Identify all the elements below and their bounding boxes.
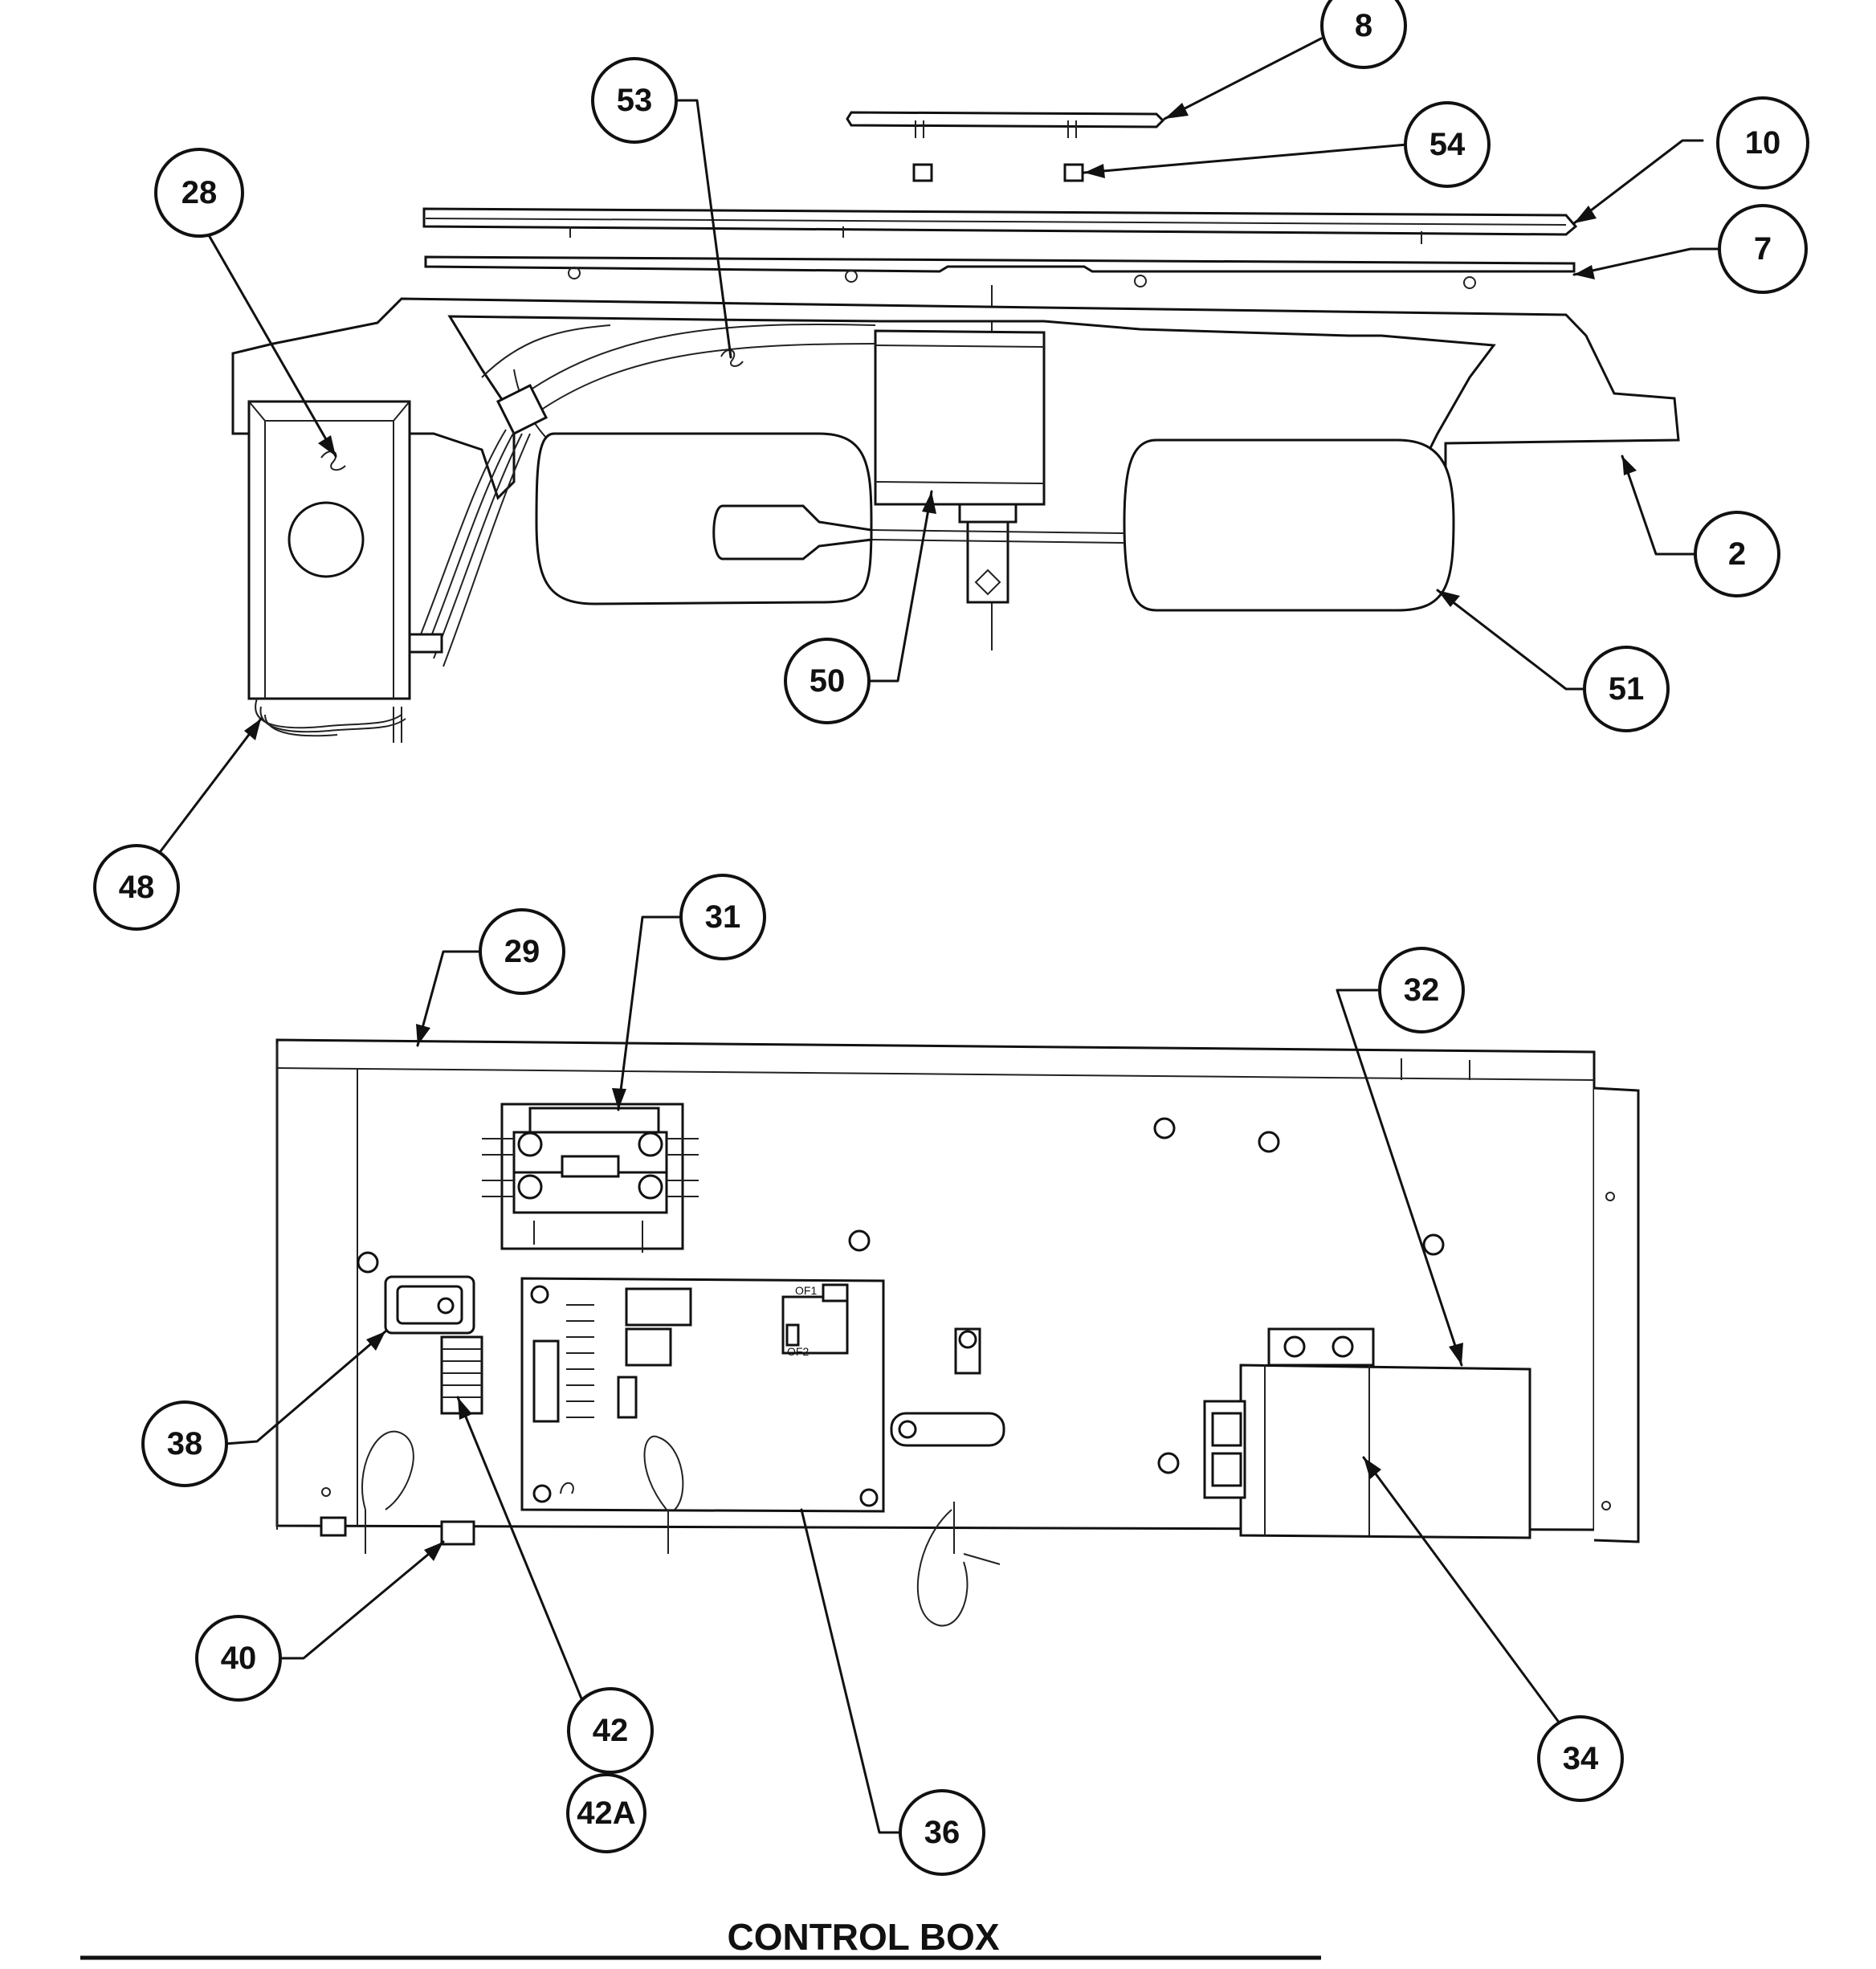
- callout-48-label: 48: [119, 870, 155, 905]
- arrow-2: [1622, 456, 1637, 475]
- arrow-42: [458, 1397, 472, 1420]
- callout-31: 31: [679, 874, 766, 960]
- arrow-29: [416, 1024, 430, 1046]
- callout-50: 50: [784, 638, 871, 724]
- leader-29: [416, 950, 483, 1047]
- callout-31-label: 31: [705, 899, 741, 935]
- callout-34: 34: [1537, 1715, 1624, 1802]
- part-31-contactor: [482, 1103, 699, 1253]
- arrow-50: [922, 491, 936, 514]
- part-28-box-cover: [247, 400, 443, 700]
- part-38-switch: [384, 1275, 475, 1335]
- callout-2-label: 2: [1728, 536, 1746, 572]
- part-53-wire-harness: [417, 323, 876, 667]
- callout-48: 48: [93, 844, 180, 931]
- arrow-40: [424, 1542, 443, 1561]
- part-34-transformer: [1203, 1327, 1531, 1539]
- panel-terminals: [890, 1327, 1005, 1447]
- callout-42a-label: 42A: [577, 1796, 635, 1831]
- part-40-wire-clamps: [320, 1430, 1001, 1627]
- callout-32: 32: [1378, 947, 1465, 1033]
- part-36-circuit-board: OF1 OF2: [520, 1277, 885, 1513]
- part-10-rail: [422, 207, 1578, 244]
- top-assembly: [231, 111, 1680, 743]
- callout-10-label: 10: [1745, 125, 1781, 161]
- leader-54: [1083, 143, 1409, 174]
- part-8-cover: [846, 111, 1165, 138]
- callout-42a: 42A: [566, 1773, 646, 1853]
- callout-36-label: 36: [924, 1815, 960, 1850]
- part-54-nuts: [912, 163, 1084, 182]
- leader-2: [1621, 455, 1698, 556]
- arrow-38: [366, 1331, 385, 1351]
- part-48-wire-bundle: [255, 698, 406, 743]
- of1-label: OF1: [795, 1284, 817, 1297]
- callout-29-label: 29: [504, 934, 540, 969]
- arrow-28: [318, 435, 336, 456]
- callout-34-label: 34: [1563, 1741, 1599, 1776]
- leader-50: [866, 490, 933, 683]
- arrow-8: [1164, 103, 1189, 119]
- of2-label: OF2: [787, 1345, 809, 1358]
- arrow-10: [1574, 206, 1597, 223]
- part-51-fan-wheels: [535, 432, 1455, 612]
- part-42-terminal-strip: [440, 1335, 483, 1415]
- leader-7: [1572, 247, 1720, 276]
- callout-10: 10: [1716, 96, 1809, 190]
- leader-40: [275, 1540, 445, 1660]
- callout-54: 54: [1404, 101, 1491, 188]
- arrow-7: [1574, 265, 1595, 279]
- part-50-mount: [874, 329, 1046, 604]
- arrow-48: [244, 719, 261, 740]
- arrow-32: [1449, 1343, 1463, 1365]
- leader-36: [800, 1508, 903, 1834]
- callout-7: 7: [1718, 204, 1808, 294]
- arrow-34: [1364, 1457, 1381, 1479]
- leader-34: [1362, 1456, 1564, 1728]
- leader-51: [1436, 589, 1588, 691]
- callout-32-label: 32: [1404, 972, 1440, 1008]
- leader-32: [1336, 989, 1463, 1367]
- callout-36: 36: [899, 1789, 985, 1876]
- callout-50-label: 50: [810, 663, 846, 699]
- callout-53-label: 53: [617, 83, 653, 118]
- leader-lines: [159, 37, 1720, 1834]
- callout-38: 38: [141, 1400, 228, 1487]
- diagram-title: CONTROL BOX: [727, 1916, 999, 1958]
- callout-51-label: 51: [1609, 671, 1645, 707]
- callout-51: 51: [1583, 646, 1670, 732]
- panel-screws: [357, 1117, 1445, 1474]
- callout-53: 53: [591, 57, 678, 144]
- leader-28: [198, 217, 337, 458]
- callout-42-label: 42: [593, 1713, 629, 1748]
- arrow-54: [1084, 164, 1105, 178]
- callout-28-label: 28: [181, 175, 218, 210]
- callout-40-label: 40: [221, 1641, 257, 1676]
- leader-48: [159, 717, 263, 853]
- callout-2: 2: [1694, 511, 1780, 597]
- callout-7-label: 7: [1754, 231, 1772, 267]
- callout-28: 28: [154, 148, 244, 238]
- callout-40: 40: [195, 1615, 282, 1702]
- callout-38-label: 38: [167, 1426, 203, 1461]
- control-box-assembly: OF1 OF2: [275, 1038, 1640, 1627]
- arrow-31: [612, 1088, 626, 1110]
- callout-42: 42: [567, 1687, 654, 1774]
- part-7-gasket: [424, 255, 1576, 289]
- callout-54-label: 54: [1429, 127, 1466, 162]
- leader-42: [456, 1396, 586, 1708]
- leader-10: [1572, 139, 1704, 225]
- callout-8: 8: [1320, 0, 1407, 69]
- leader-8: [1163, 37, 1323, 120]
- leader-31: [617, 915, 686, 1111]
- callout-8-label: 8: [1355, 8, 1372, 43]
- callout-29: 29: [479, 908, 565, 995]
- arrow-51: [1438, 590, 1460, 607]
- leader-38: [223, 1330, 387, 1445]
- leader-53: [675, 99, 732, 359]
